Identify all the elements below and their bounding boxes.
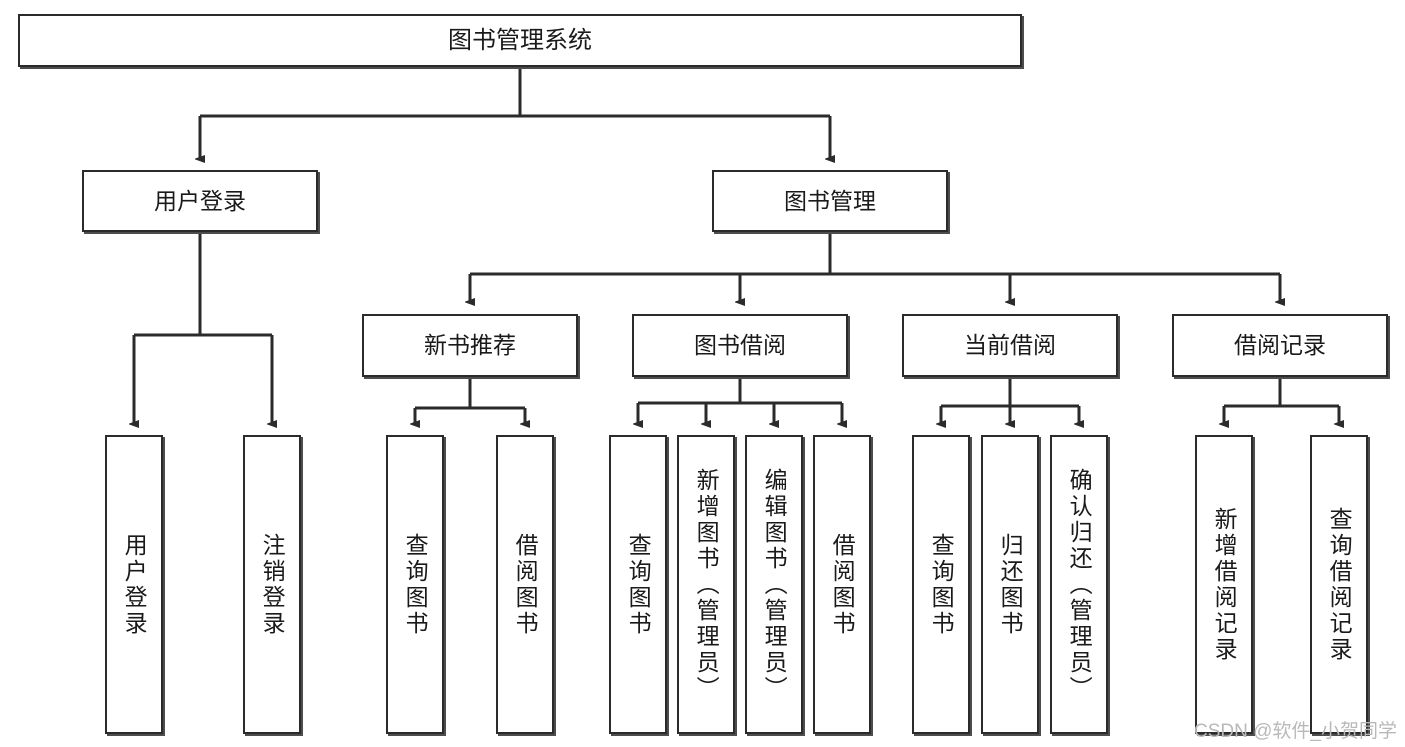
- node-current-borrow[interactable]: 当前借阅: [902, 314, 1118, 377]
- node-leaf-bb-query-book[interactable]: 查询图书: [609, 435, 667, 734]
- node-leaf-bb-edit-book[interactable]: 编辑图书（管理员）: [745, 435, 803, 734]
- node-new-book-recommend-label: 新书推荐: [424, 332, 516, 359]
- node-leaf-bb-query-book-label: 查询图书: [625, 532, 652, 637]
- node-leaf-nb-query-book-label: 查询图书: [402, 532, 429, 637]
- node-current-borrow-label: 当前借阅: [964, 332, 1056, 359]
- node-leaf-cb-return-book[interactable]: 归还图书: [981, 435, 1039, 734]
- node-user-login-label: 用户登录: [154, 187, 246, 214]
- node-root-label: 图书管理系统: [448, 26, 592, 54]
- node-leaf-cb-return-book-label: 归还图书: [997, 532, 1024, 637]
- node-borrow-record[interactable]: 借阅记录: [1172, 314, 1388, 377]
- node-leaf-bb-edit-book-label: 编辑图书（管理员）: [761, 467, 788, 702]
- node-root[interactable]: 图书管理系统: [18, 14, 1022, 67]
- node-user-login[interactable]: 用户登录: [82, 170, 318, 232]
- node-book-management-label: 图书管理: [784, 187, 876, 214]
- node-book-borrow[interactable]: 图书借阅: [632, 314, 848, 377]
- node-leaf-nb-borrow-book-label: 借阅图书: [512, 532, 539, 637]
- node-leaf-cb-query-book[interactable]: 查询图书: [912, 435, 970, 734]
- node-leaf-bb-borrow-book-label: 借阅图书: [829, 532, 856, 637]
- node-leaf-br-add-record-label: 新增借阅记录: [1211, 506, 1238, 663]
- node-leaf-logout-label: 注销登录: [259, 532, 286, 637]
- node-leaf-bb-add-book[interactable]: 新增图书（管理员）: [677, 435, 735, 734]
- node-leaf-cb-query-book-label: 查询图书: [928, 532, 955, 637]
- node-book-management[interactable]: 图书管理: [712, 170, 948, 232]
- node-leaf-br-query-record[interactable]: 查询借阅记录: [1310, 435, 1368, 734]
- watermark: CSDN @软件_小贺同学: [1194, 721, 1397, 742]
- node-new-book-recommend[interactable]: 新书推荐: [362, 314, 578, 377]
- node-leaf-nb-borrow-book[interactable]: 借阅图书: [496, 435, 554, 734]
- node-leaf-logout[interactable]: 注销登录: [243, 435, 301, 734]
- node-leaf-cb-confirm-return[interactable]: 确认归还（管理员）: [1050, 435, 1108, 734]
- node-leaf-br-add-record[interactable]: 新增借阅记录: [1195, 435, 1253, 734]
- node-leaf-cb-confirm-return-label: 确认归还（管理员）: [1066, 467, 1093, 702]
- node-book-borrow-label: 图书借阅: [694, 332, 786, 359]
- node-leaf-br-query-record-label: 查询借阅记录: [1326, 506, 1353, 663]
- node-leaf-user-login-label: 用户登录: [121, 532, 148, 637]
- node-leaf-bb-add-book-label: 新增图书（管理员）: [693, 467, 720, 702]
- node-leaf-user-login[interactable]: 用户登录: [105, 435, 163, 734]
- node-leaf-bb-borrow-book[interactable]: 借阅图书: [813, 435, 871, 734]
- node-borrow-record-label: 借阅记录: [1234, 332, 1326, 359]
- node-leaf-nb-query-book[interactable]: 查询图书: [386, 435, 444, 734]
